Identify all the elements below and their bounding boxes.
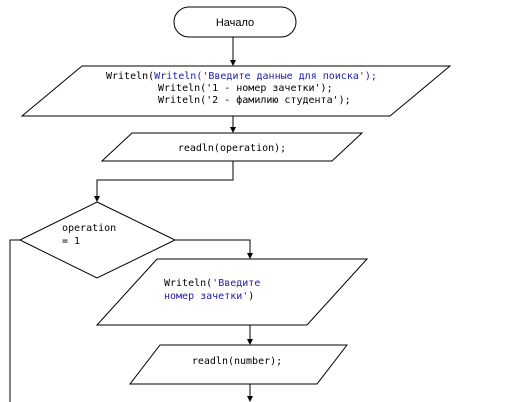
- edge-output-number-to-read-number: [247, 325, 253, 345]
- output-prompt-line2: Writeln('1 - номер зачетки');: [158, 83, 333, 94]
- edge-start-to-output: [230, 37, 236, 66]
- output-prompt-shape: [20, 65, 452, 117]
- edge-output-to-read-operation: [230, 116, 236, 133]
- read-number-shape: [128, 344, 349, 385]
- output-number-block: Writeln('Введите номер зачетки'): [95, 258, 369, 326]
- output-prompt-line1: Writeln(Writeln('Введите данные для поис…: [106, 71, 377, 82]
- start-terminator: Начало: [173, 6, 297, 38]
- edge-decision-to-output-number: [175, 239, 253, 259]
- decision-block: operation = 1: [18, 201, 177, 279]
- read-operation-label: readln(operation);: [178, 143, 286, 154]
- decision-shape: [18, 201, 177, 279]
- output-prompt-block: Writeln(Writeln('Введите данные для поис…: [20, 65, 452, 117]
- edge-read-number-to-next: [247, 384, 253, 402]
- read-number-block: readln(number);: [128, 344, 349, 385]
- output-prompt-line3: Writeln('2 - фамилию студента');: [158, 94, 351, 106]
- output-number-line1: Writeln('Введите: [164, 278, 260, 289]
- read-operation-shape: [100, 132, 364, 162]
- output-number-shape: [95, 258, 369, 326]
- output-number-line2: номер зачетки'): [164, 291, 254, 302]
- edge-read-operation-to-decision: [94, 161, 234, 202]
- start-label: Начало: [216, 17, 254, 29]
- start-shape: [173, 6, 297, 38]
- edge-decision-no-branch: [9, 239, 20, 402]
- decision-line1: operation: [62, 223, 116, 234]
- read-operation-block: readln(operation);: [100, 132, 364, 162]
- read-number-label: readln(number);: [192, 356, 282, 367]
- decision-line2: = 1: [62, 236, 80, 247]
